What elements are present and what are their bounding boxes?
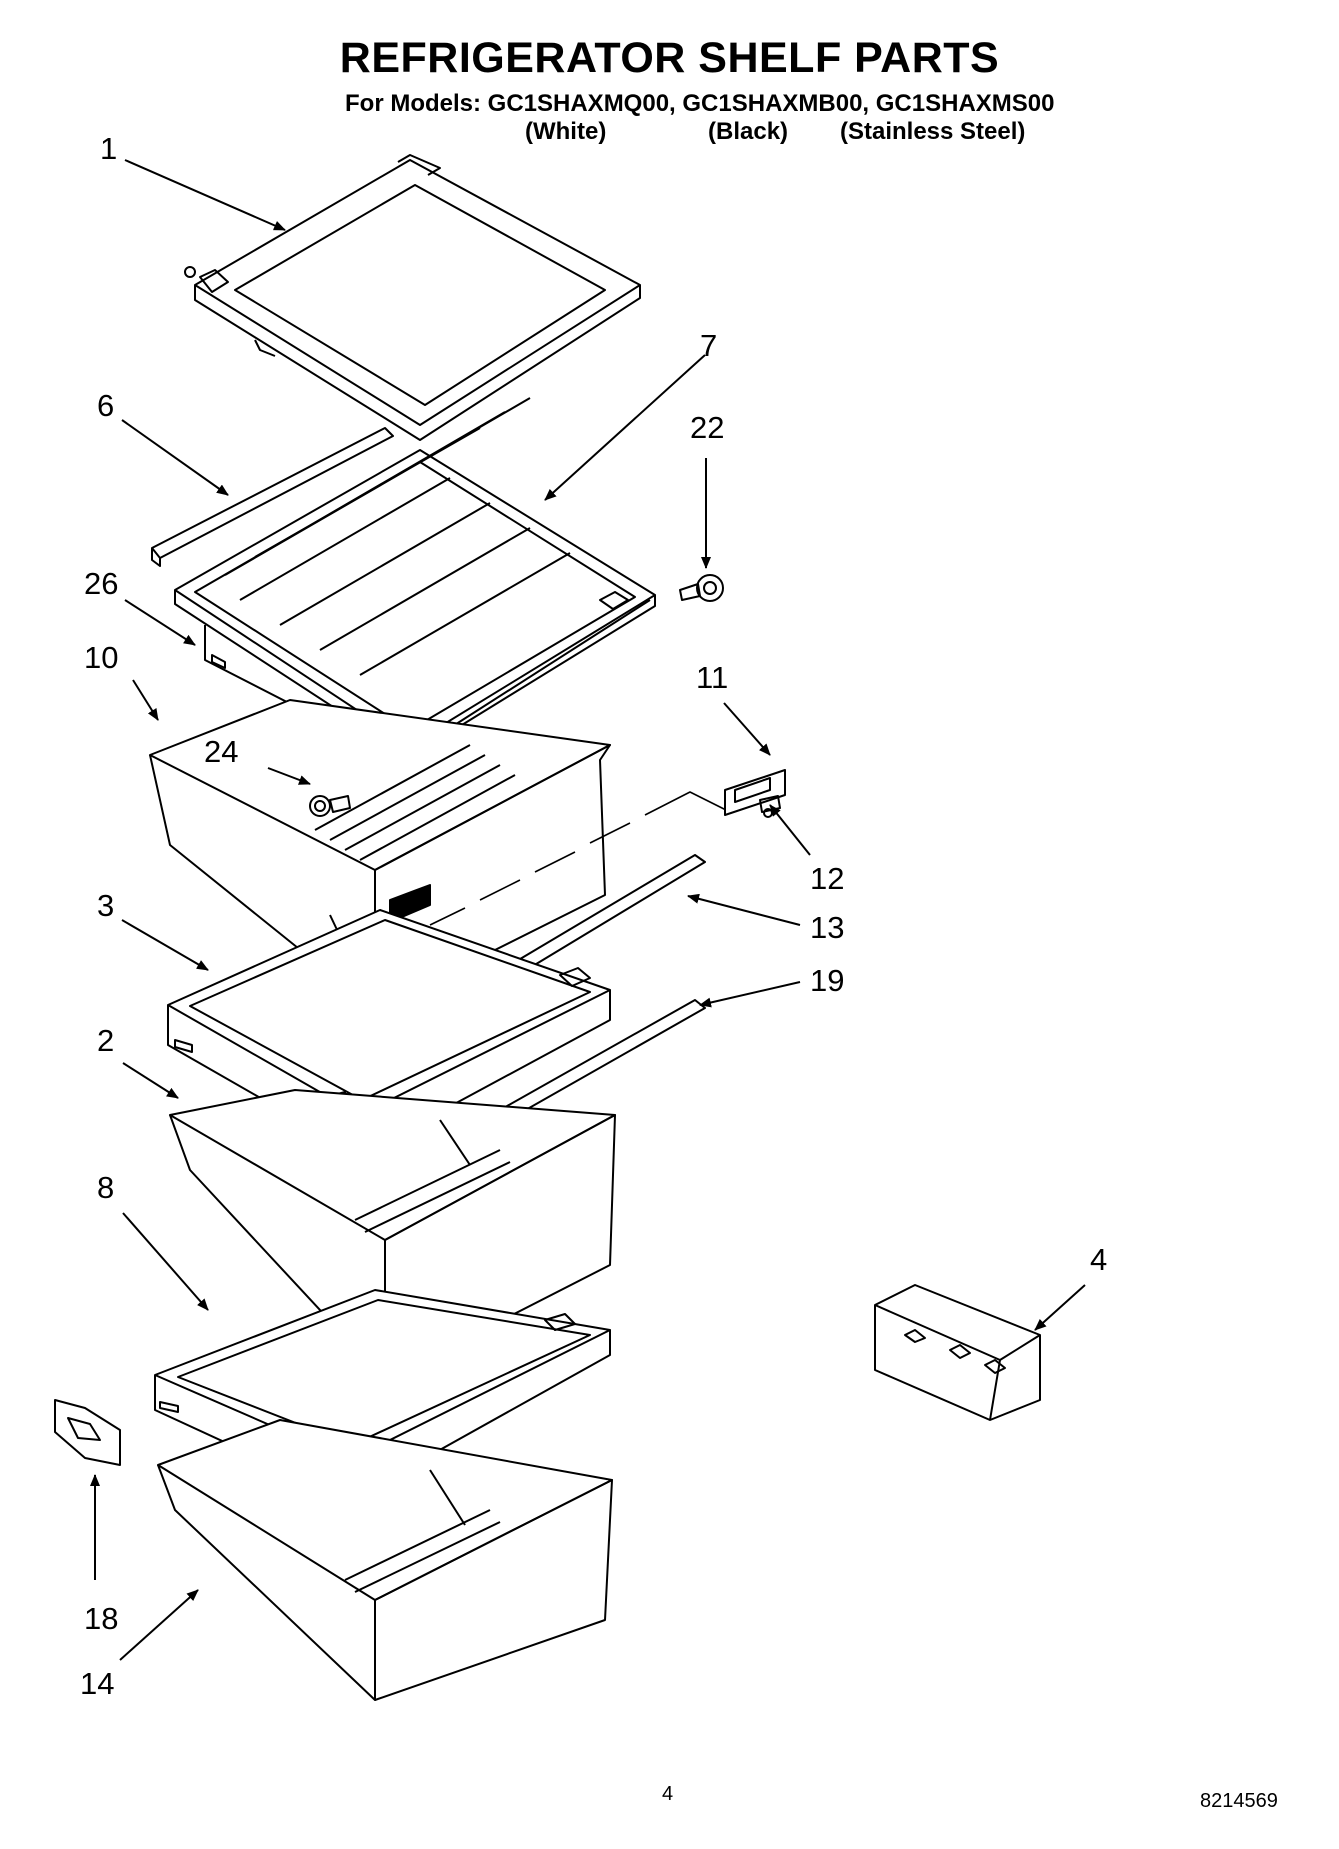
callout-26: 26 xyxy=(84,566,119,601)
ribbed-shelf-7 xyxy=(174,397,656,758)
callout-11: 11 xyxy=(696,660,729,695)
variant-black: (Black) xyxy=(708,118,789,145)
bracket-11-12 xyxy=(724,769,786,818)
callout-2: 2 xyxy=(97,1023,115,1058)
top-glass-shelf xyxy=(184,154,641,441)
leader-8 xyxy=(122,1212,209,1311)
leader-3 xyxy=(121,919,209,971)
leader-1 xyxy=(124,159,286,231)
callout-24: 24 xyxy=(204,734,239,769)
leader-10 xyxy=(132,679,159,721)
callout-6: 6 xyxy=(97,388,115,423)
callout-7: 7 xyxy=(700,328,718,363)
callout-13: 13 xyxy=(810,910,845,945)
document-number: 8214569 xyxy=(1200,1790,1278,1812)
leader-4 xyxy=(1034,1284,1086,1331)
callout-1: 1 xyxy=(100,131,118,166)
screw-22 xyxy=(679,574,724,602)
callout-22: 22 xyxy=(690,410,725,445)
leader-14 xyxy=(119,1589,199,1661)
callout-19: 19 xyxy=(810,963,845,998)
leader-13 xyxy=(687,893,801,926)
leader-11 xyxy=(723,702,771,756)
leader-lines xyxy=(90,159,1086,1661)
callout-12: 12 xyxy=(810,861,845,896)
clip-18 xyxy=(54,1399,121,1466)
callout-14: 14 xyxy=(80,1666,115,1701)
leader-2 xyxy=(122,1062,179,1099)
leader-26 xyxy=(124,599,196,646)
bottom-crisper-drawer-14 xyxy=(157,1419,613,1701)
leader-24 xyxy=(267,767,311,785)
rail-13 xyxy=(509,854,706,983)
door-bin-4 xyxy=(874,1284,1041,1421)
callout-10: 10 xyxy=(84,640,119,675)
models-line: For Models: GC1SHAXMQ00, GC1SHAXMB00, GC… xyxy=(345,90,1055,117)
leader-12 xyxy=(769,804,811,856)
leader-19 xyxy=(699,981,801,1008)
leader-7 xyxy=(544,354,706,501)
upper-crisper-drawer-10 xyxy=(149,699,611,1011)
middle-crisper-drawer-2 xyxy=(169,1089,616,1381)
page-title: REFRIGERATOR SHELF PARTS xyxy=(339,34,1000,82)
callout-3: 3 xyxy=(97,888,115,923)
leader-6 xyxy=(121,419,229,496)
callout-8: 8 xyxy=(97,1170,115,1205)
variant-white: (White) xyxy=(525,118,607,145)
variant-stainless: (Stainless Steel) xyxy=(840,118,1026,145)
rail-strip-6 xyxy=(151,427,394,567)
callout-18: 18 xyxy=(84,1601,119,1636)
callout-4: 4 xyxy=(1090,1242,1108,1277)
page-number: 4 xyxy=(662,1783,674,1805)
